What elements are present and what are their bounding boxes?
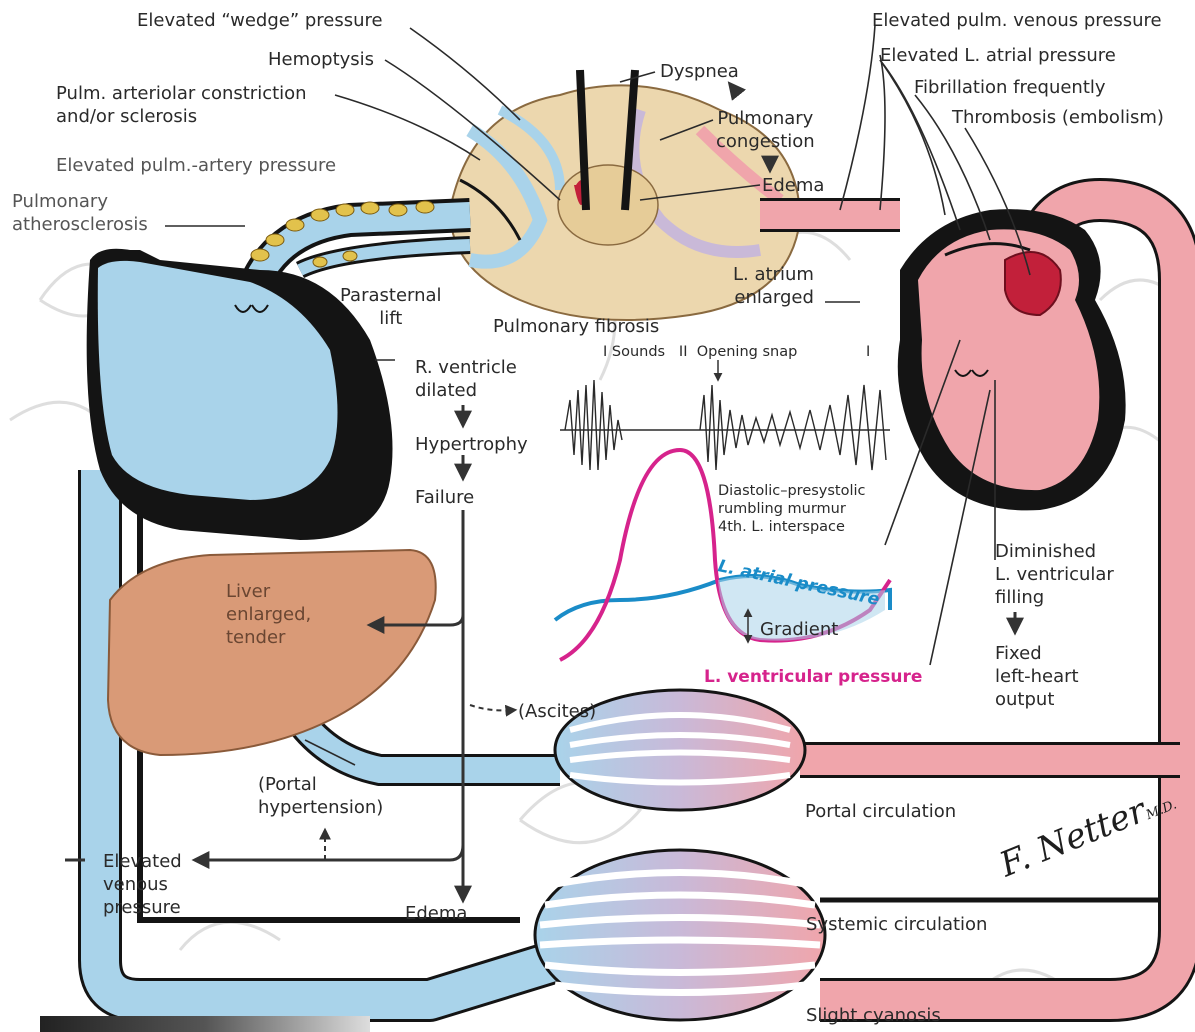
thrombus bbox=[1005, 252, 1061, 315]
label-edema-bottom: Edema bbox=[405, 902, 467, 925]
label-slight-cyanosis: Slight cyanosis bbox=[806, 1004, 941, 1027]
label-ascites: (Ascites) bbox=[518, 700, 596, 723]
label-la-pressure: Elevated L. atrial pressure bbox=[880, 44, 1116, 67]
label-wedge-pressure: Elevated “wedge” pressure bbox=[137, 9, 383, 32]
bottom-dark-bar bbox=[40, 1016, 370, 1032]
label-lung-edema: Edema bbox=[762, 174, 824, 197]
label-fixed-output: Fixed left-heart output bbox=[995, 642, 1079, 711]
label-heart-sounds: I Sounds II Opening snap bbox=[603, 343, 797, 361]
label-sound-i: I bbox=[866, 343, 870, 361]
label-pulmonary-atherosclerosis: Pulmonary atherosclerosis bbox=[12, 190, 148, 236]
label-rv-dilated: R. ventricle dilated bbox=[415, 356, 517, 402]
label-elevated-venous-pressure: Elevated venous pressure bbox=[103, 850, 182, 919]
phonocardiogram bbox=[560, 380, 890, 470]
label-la-enlarged: L. atrium enlarged bbox=[733, 263, 814, 309]
label-arteriolar-constriction: Pulm. arteriolar constriction and/or scl… bbox=[56, 82, 307, 128]
label-murmur: Diastolic–presystolic rumbling murmur 4t… bbox=[718, 482, 866, 536]
label-hypertrophy: Hypertrophy bbox=[415, 433, 528, 456]
label-pulm-artery-pressure: Elevated pulm.-artery pressure bbox=[56, 154, 336, 177]
label-gradient: Gradient bbox=[760, 618, 838, 641]
label-parasternal-lift: Parasternal lift bbox=[340, 284, 442, 330]
label-thrombosis: Thrombosis (embolism) bbox=[952, 106, 1164, 129]
label-liver-enlarged: Liver enlarged, tender bbox=[226, 580, 311, 649]
label-failure: Failure bbox=[415, 486, 474, 509]
label-pulmonary-congestion: Pulmonary congestion bbox=[716, 107, 815, 153]
label-lv-curve: L. ventricular pressure bbox=[704, 666, 922, 689]
label-portal-circulation: Portal circulation bbox=[805, 800, 956, 823]
label-systemic-circulation: Systemic circulation bbox=[806, 913, 987, 936]
ascites-arrow bbox=[470, 705, 515, 710]
systemic-capillary-bed bbox=[535, 850, 825, 1020]
label-dyspnea: Dyspnea bbox=[660, 60, 739, 83]
left-heart bbox=[898, 209, 1126, 510]
label-pulmonary-fibrosis: Pulmonary fibrosis bbox=[493, 315, 659, 338]
label-fibrillation: Fibrillation frequently bbox=[914, 76, 1106, 99]
label-pulm-venous-pressure: Elevated pulm. venous pressure bbox=[872, 9, 1162, 32]
label-diminished-filling: Diminished L. ventricular filling bbox=[995, 540, 1114, 609]
label-portal-hypertension: (Portal hypertension) bbox=[258, 773, 383, 819]
label-hemoptysis: Hemoptysis bbox=[268, 48, 374, 71]
